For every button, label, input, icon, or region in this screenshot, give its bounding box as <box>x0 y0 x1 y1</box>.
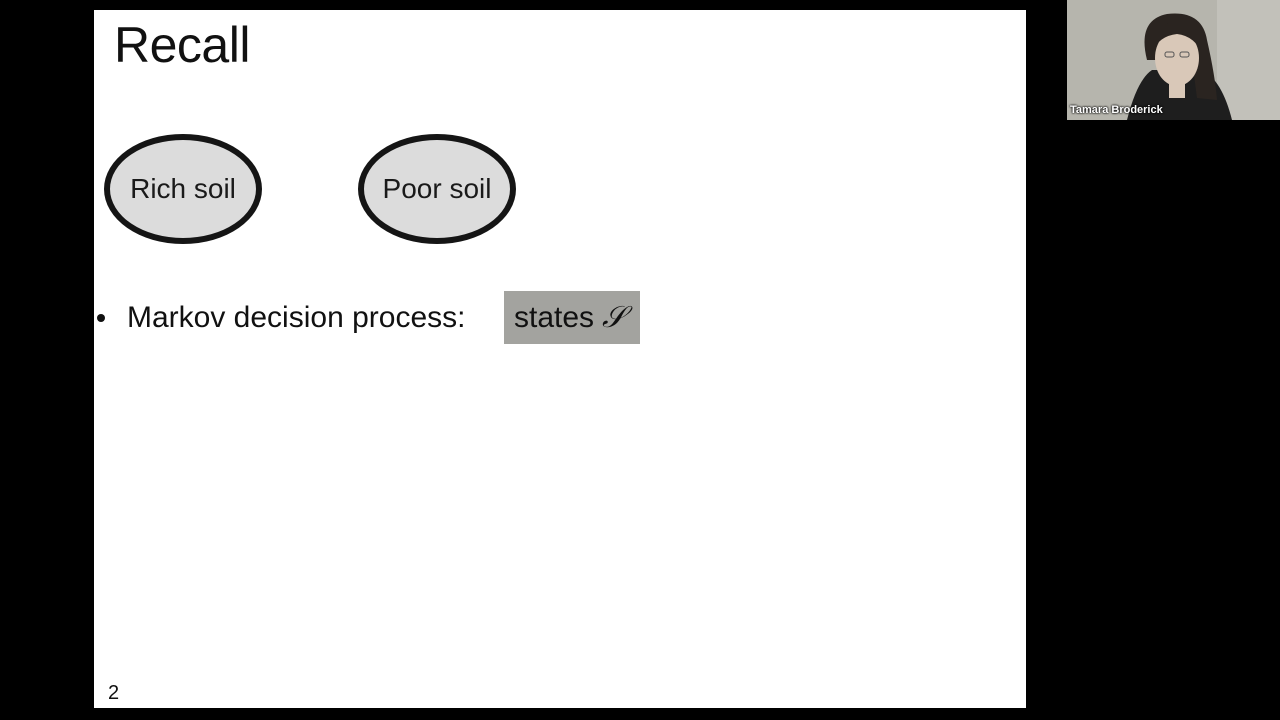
bullet-item: Markov decision process: <box>94 292 465 344</box>
highlight-text: states <box>514 300 595 334</box>
bullet-dot-icon <box>97 314 105 322</box>
math-symbol: 𝒮 <box>602 300 626 335</box>
state-label: Rich soil <box>130 173 236 204</box>
state-node-rich-soil: Rich soil <box>104 134 262 244</box>
state-label: Poor soil <box>382 173 492 204</box>
participant-video-tile[interactable]: Tamara Broderick <box>1067 0 1280 120</box>
bullet-text: Markov decision process: <box>127 301 466 334</box>
person-video-icon <box>1067 0 1280 120</box>
state-node-poor-soil: Poor soil <box>358 134 516 244</box>
highlighted-term: states 𝒮 <box>504 291 640 344</box>
slide: Recall Rich soil Poor soil Markov decisi… <box>94 10 1026 708</box>
slide-title: Recall <box>114 17 250 73</box>
slide-number: 2 <box>108 682 120 704</box>
participant-name: Tamara Broderick <box>1070 104 1163 116</box>
